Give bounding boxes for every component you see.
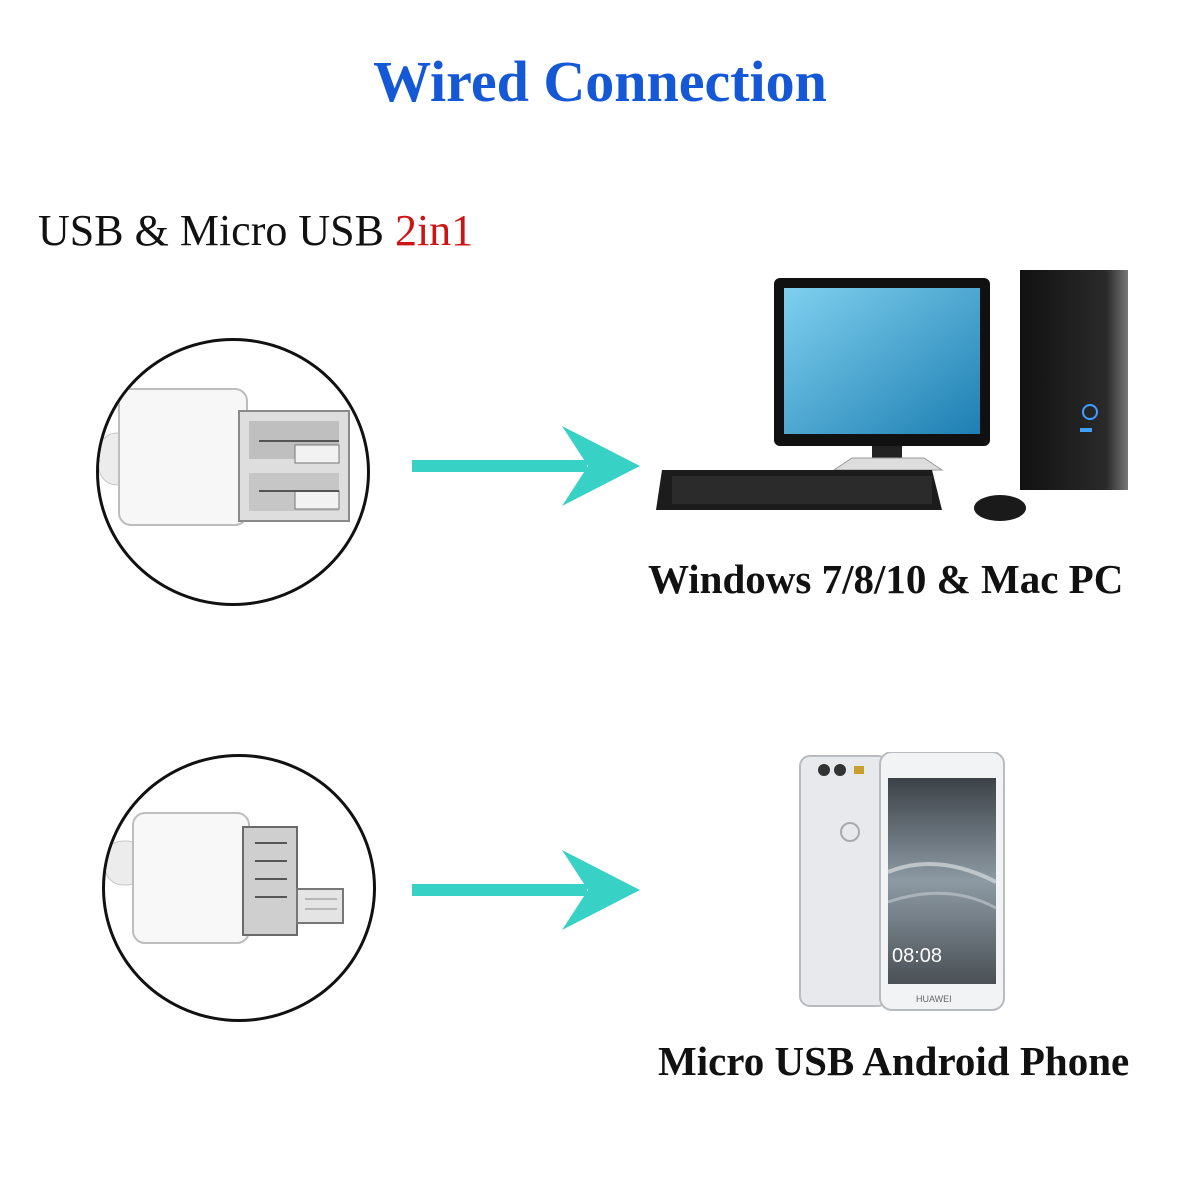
right-arrow-icon	[412, 850, 640, 930]
usb-connector-closeup	[96, 338, 370, 606]
phone-caption: Micro USB Android Phone	[658, 1038, 1130, 1084]
micro-usb-plug-icon	[105, 812, 344, 944]
usb-plug-icon	[99, 388, 350, 526]
page-title: Wired Connection	[373, 49, 827, 114]
right-arrow-icon	[412, 426, 640, 506]
pc-caption: Windows 7/8/10 & Mac PC	[648, 556, 1124, 602]
desktop-pc-icon	[656, 270, 1128, 521]
android-phone-icon: 08:08 HUAWEI	[799, 752, 1005, 1011]
micro-usb-connector-closeup	[102, 754, 376, 1022]
subtitle-text: USB & Micro USB	[38, 206, 384, 255]
connector-subtitle: USB & Micro USB 2in1	[38, 205, 473, 256]
phone-clock: 08:08	[892, 945, 942, 967]
phone-brand: HUAWEI	[916, 994, 952, 1004]
subtitle-accent: 2in1	[394, 206, 474, 255]
